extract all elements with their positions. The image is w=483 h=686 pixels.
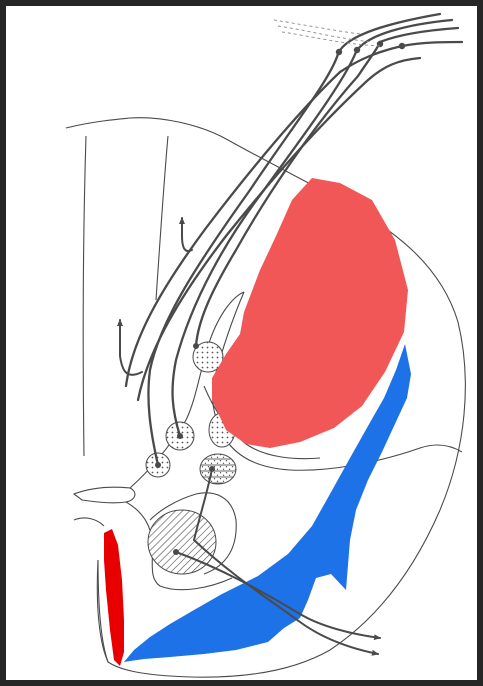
fiber-end-6	[177, 433, 183, 439]
fiber-end-7	[193, 343, 199, 349]
fiber-end-4	[399, 43, 405, 49]
fiber-end-5	[155, 462, 161, 468]
hatched-dotted-nucleus	[200, 454, 236, 484]
fiber-end-1	[336, 49, 342, 55]
fiber-end-2	[354, 47, 360, 53]
